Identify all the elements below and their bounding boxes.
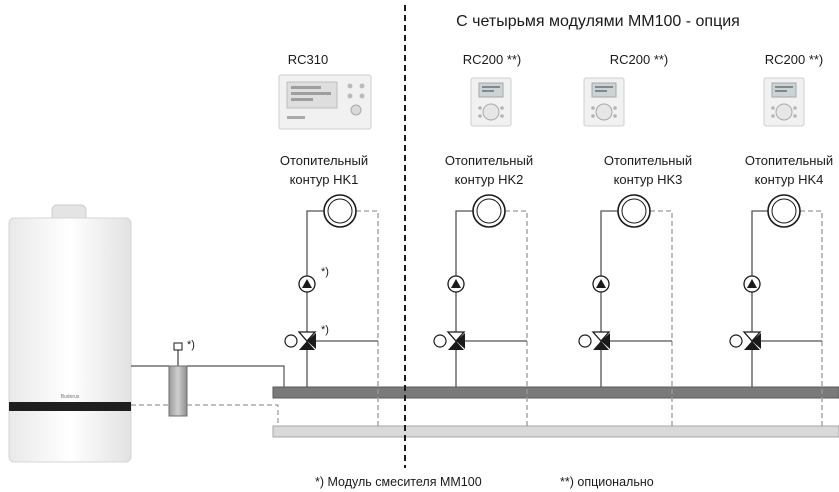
pump-icon	[743, 275, 761, 293]
controller-rc200-1: RC200 **)	[463, 52, 522, 127]
mixing-valve-icon	[578, 331, 611, 351]
heating-circuit-hk2	[433, 194, 528, 426]
mixing-valve-icon	[729, 331, 762, 351]
heating-circuit-hk1: *) *)	[284, 194, 379, 426]
controller-rc200-3: RC200 **)	[763, 52, 824, 127]
boiler: Buderus	[8, 204, 132, 463]
separator-return-line	[187, 404, 279, 426]
mixing-valve-icon	[284, 331, 317, 351]
pump-icon	[447, 275, 465, 293]
controller-label: RC310	[288, 52, 328, 67]
radiator-icon	[323, 194, 357, 228]
separator-note: *)	[187, 339, 195, 351]
circuit-label-line1: Отопительный	[445, 153, 533, 168]
pump-icon	[592, 275, 610, 293]
heating-circuit-hk3	[578, 194, 673, 426]
circuit-label-line2: контур HK4	[755, 172, 824, 187]
boiler-control-strip	[9, 402, 131, 411]
valve-note: *)	[321, 324, 329, 336]
radiator-icon	[767, 194, 801, 228]
controller-label: RC200 **)	[463, 52, 522, 67]
circuit-label-line2: контур HK2	[455, 172, 524, 187]
circuit-label-line1: Отопительный	[280, 153, 368, 168]
circuit-label-line2: контур HK1	[290, 172, 359, 187]
boiler-brand-text: Buderus	[61, 394, 80, 400]
radiator-icon	[617, 194, 651, 228]
heating-circuit-hk4	[729, 194, 823, 426]
circuit-label-line1: Отопительный	[745, 153, 833, 168]
controller-label: RC200 **)	[765, 52, 824, 67]
footnote-optional: **) опционально	[560, 475, 654, 489]
footnote-mixer-module: *) Модуль смесителя MM100	[315, 475, 482, 489]
supply-manifold	[272, 386, 839, 399]
hydraulic-separator: *)	[168, 339, 195, 417]
pump-icon	[298, 275, 316, 293]
controller-label: RC200 **)	[610, 52, 669, 67]
separator-supply-line	[187, 365, 285, 388]
radiator-icon	[472, 194, 506, 228]
circuit-label-line1: Отопительный	[604, 153, 692, 168]
controller-rc310: RC310	[278, 52, 372, 130]
return-manifold	[272, 425, 839, 438]
diagram-title: С четырьмя модулями MM100 - опция	[456, 13, 740, 30]
circuit-label-line2: контур HK3	[614, 172, 683, 187]
boiler-body	[8, 217, 132, 463]
mixing-valve-icon	[433, 331, 466, 351]
controller-rc200-2: RC200 **)	[583, 52, 669, 127]
pump-note: *)	[321, 266, 329, 278]
